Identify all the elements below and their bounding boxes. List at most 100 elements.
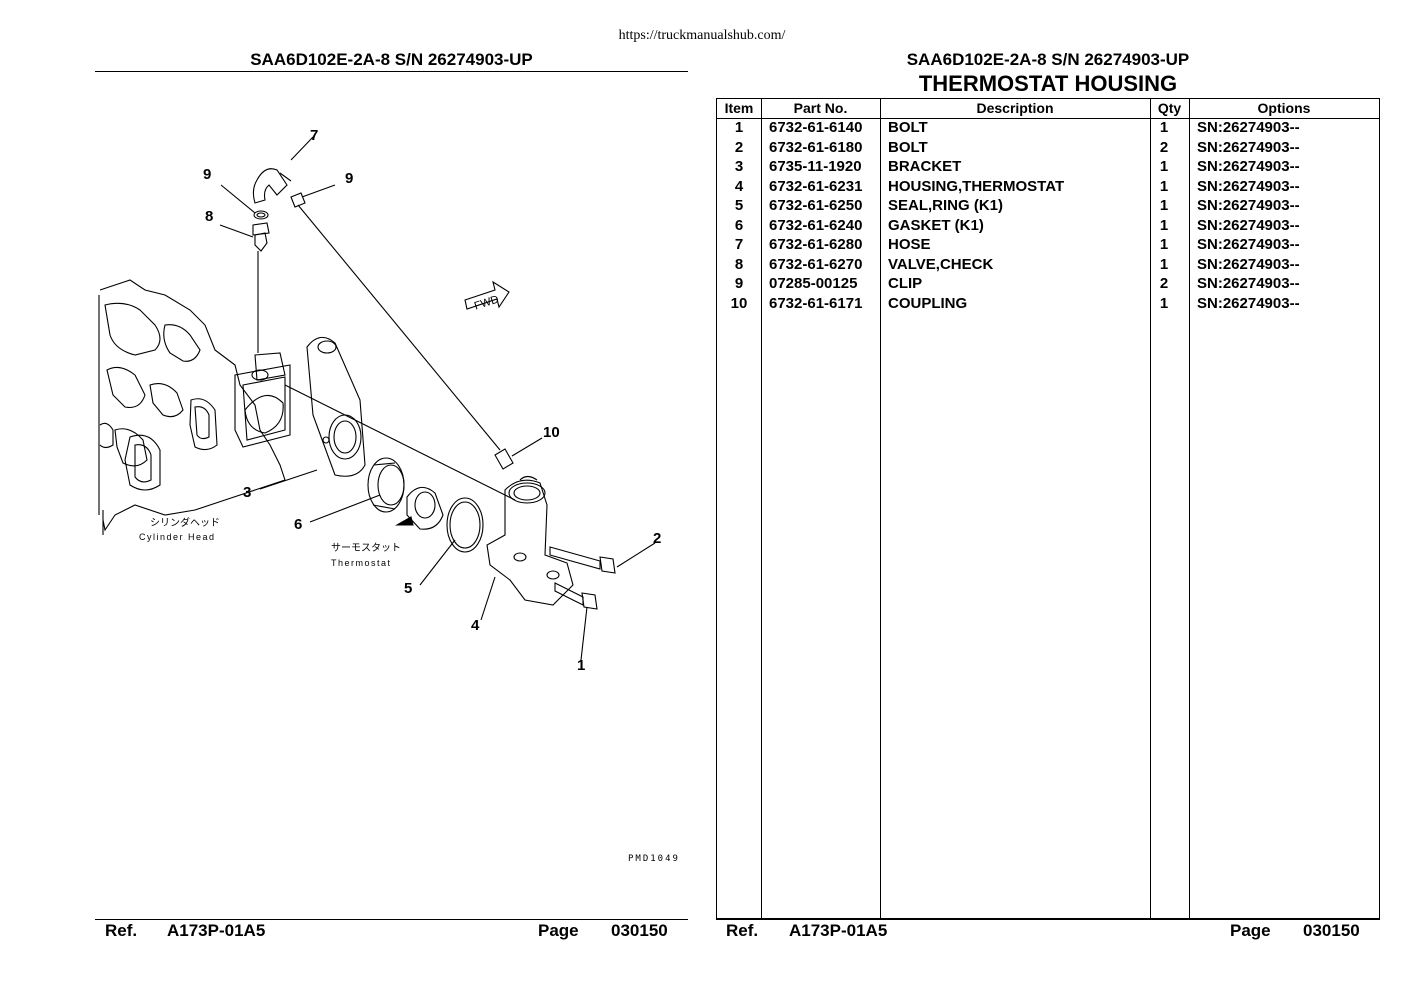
cell-description: CLIP <box>888 275 923 292</box>
callout-5: 5 <box>404 580 412 597</box>
callout-7: 7 <box>310 127 318 144</box>
cell-description: SEAL,RING (K1) <box>888 197 1004 214</box>
footer-divider-right <box>716 919 1380 920</box>
header-item: Item <box>724 100 754 116</box>
cell-options: SN:26274903-- <box>1197 216 1300 234</box>
cell-part-no: 6732-61-6250 <box>769 197 863 214</box>
col-divider <box>880 99 881 918</box>
header-qty: Qty <box>1157 100 1182 116</box>
cylinder-head-label-en: Cylinder Head <box>139 532 216 542</box>
table-row: 5 6732-61-6250 SEAL,RING (K1) 1 SN:26274903-… <box>717 197 1379 216</box>
cell-item: 3 <box>734 158 744 175</box>
cell-options: SN:26274903-- <box>1197 177 1300 195</box>
cell-description: BOLT <box>888 138 928 156</box>
thermostat-shape <box>406 486 444 530</box>
callout-9-right: 9 <box>345 170 353 187</box>
title-divider <box>95 71 688 72</box>
col-divider <box>1150 99 1151 918</box>
cell-description: HOSE <box>888 236 931 253</box>
cell-item: 5 <box>734 197 744 214</box>
cell-item: 9 <box>734 275 744 292</box>
diagram-model-title: SAA6D102E-2A-8 S/N 26274903-UP <box>250 50 533 69</box>
callout-4: 4 <box>471 617 480 634</box>
thermostat-housing-shape <box>486 479 574 606</box>
cell-part-no: 6732-61-6180 <box>769 138 863 156</box>
section-title: THERMOSTAT HOUSING <box>918 71 1178 96</box>
source-url: https://truckmanualshub.com/ <box>618 28 786 43</box>
cell-part-no: 07285-00125 <box>769 275 858 292</box>
col-divider <box>761 99 762 918</box>
footer-ref-value-right: A173P-01A5 <box>789 921 888 940</box>
cell-description: COUPLING <box>888 294 968 312</box>
fwd-arrow <box>464 280 510 310</box>
cell-options: SN:26274903-- <box>1197 138 1300 156</box>
header-description: Description <box>976 100 1054 116</box>
cell-options: SN:26274903-- <box>1197 255 1300 273</box>
cell-options: SN:26274903-- <box>1197 236 1300 253</box>
cell-item: 1 <box>734 119 744 136</box>
table-row: 3 6735-11-1920 BRACKET 1 SN:26274903-- <box>717 158 1379 177</box>
cell-description: VALVE,CHECK <box>888 255 994 273</box>
cell-part-no: 6732-61-6231 <box>769 177 863 195</box>
header-divider <box>717 118 1379 119</box>
table-row: 2 6732-61-6180 BOLT 2 SN:26274903-- <box>717 139 1379 158</box>
cell-part-no: 6732-61-6280 <box>769 236 863 253</box>
cell-options: SN:26274903-- <box>1197 197 1300 214</box>
cell-item: 7 <box>734 236 744 253</box>
cylinder-head-label-jp: シリンダヘッド <box>150 516 220 529</box>
thermostat-label-jp: サーモスタット <box>331 542 401 554</box>
cell-qty: 1 <box>1159 255 1169 273</box>
parts-table: Item Part No. Description Qty Options 1 6… <box>716 98 1380 919</box>
cell-options: SN:26274903-- <box>1197 275 1300 292</box>
header-part-no: Part No. <box>793 100 848 116</box>
cell-part-no: 6732-61-6240 <box>769 216 863 234</box>
cell-item: 10 <box>730 294 748 312</box>
cell-part-no: 6732-61-6171 <box>769 294 863 312</box>
cylinder-head-outline <box>99 279 286 532</box>
cell-item: 6 <box>734 216 744 234</box>
header-options: Options <box>1257 100 1311 116</box>
callout-6: 6 <box>294 516 302 533</box>
cell-qty: 1 <box>1159 177 1169 195</box>
cell-item: 2 <box>734 138 744 156</box>
footer-ref-label-left: Ref. <box>105 921 138 940</box>
cell-qty: 2 <box>1159 138 1169 156</box>
cell-options: SN:26274903-- <box>1197 158 1300 175</box>
cell-qty: 1 <box>1159 197 1169 214</box>
cell-qty: 1 <box>1159 216 1169 234</box>
cell-part-no: 6732-61-6270 <box>769 255 863 273</box>
cell-description: BOLT <box>888 119 928 136</box>
cell-description: HOUSING,THERMOSTAT <box>888 177 1065 195</box>
bolt-1-shape <box>554 582 584 606</box>
footer-page-value-left: 030150 <box>611 921 668 940</box>
cell-part-no: 6735-11-1920 <box>769 158 862 175</box>
footer-ref-value-left: A173P-01A5 <box>167 921 266 940</box>
col-divider <box>1189 99 1190 918</box>
callout-3: 3 <box>243 484 251 501</box>
footer-page-label-left: Page <box>538 921 579 940</box>
thermostat-label-en: Thermostat <box>331 558 392 568</box>
cell-description: BRACKET <box>888 158 962 175</box>
exploded-parts-diagram: 7 9 9 8 10 3 6 2 5 4 1 シリンダヘッド Cylinder … <box>98 127 661 674</box>
callout-9-left: 9 <box>203 166 211 183</box>
table-model-title: SAA6D102E-2A-8 S/N 26274903-UP <box>906 50 1190 69</box>
seal-ring-shape <box>446 497 484 553</box>
bracket-shape <box>306 336 366 477</box>
cell-qty: 1 <box>1159 158 1169 175</box>
coupling-shape <box>494 448 514 470</box>
check-valve-shape <box>254 232 268 252</box>
cell-item: 8 <box>734 255 744 273</box>
cell-qty: 1 <box>1159 294 1169 312</box>
cell-options: SN:26274903-- <box>1197 119 1300 136</box>
footer-divider-left <box>95 919 688 920</box>
callout-1: 1 <box>577 657 585 674</box>
footer-page-value-right: 030150 <box>1303 921 1360 940</box>
callout-10: 10 <box>543 424 560 441</box>
cell-qty: 1 <box>1159 119 1169 136</box>
footer-ref-label-right: Ref. <box>726 921 759 940</box>
